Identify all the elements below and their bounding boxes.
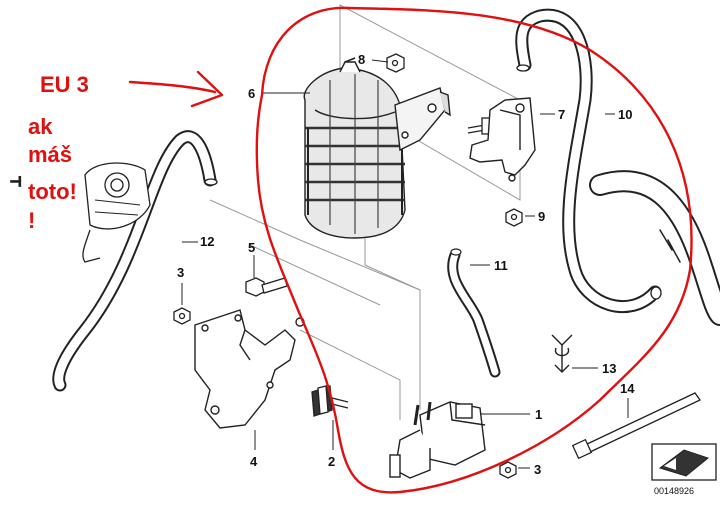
bracket-7 <box>469 97 536 182</box>
callout-11: 11 <box>494 258 508 273</box>
rubber-mount-2 <box>311 385 349 417</box>
catalog-number: 00148926 <box>654 486 694 496</box>
callout-14: 14 <box>620 381 635 396</box>
red-outline-loop <box>255 6 693 494</box>
bolt-5 <box>245 277 288 297</box>
annotation-line-2: máš <box>28 142 72 167</box>
hose-10 <box>515 8 662 314</box>
callout-10: 10 <box>618 107 632 122</box>
cable-tie-14 <box>571 392 701 460</box>
nut-3-right <box>499 461 517 479</box>
annotation-eu3: EU 3 <box>40 72 89 97</box>
callout-1: 1 <box>535 407 542 422</box>
solenoid-valve-1 <box>389 401 486 479</box>
vacuum-reservoir <box>303 57 451 239</box>
callout-9: 9 <box>538 209 545 224</box>
annotation-line-4: ! <box>28 208 35 233</box>
catalog-box: 00148926 <box>651 443 717 496</box>
callout-8: 8 <box>358 52 365 67</box>
callout-2: 2 <box>328 454 335 469</box>
annotation-line-1: ak <box>28 114 53 139</box>
callout-5: 5 <box>248 240 255 255</box>
svg-text:⊣: ⊣ <box>10 174 21 189</box>
hose-11 <box>447 248 501 378</box>
red-arrow <box>128 70 224 108</box>
annotation-line-3: toto! <box>28 179 77 204</box>
nut-3-left <box>173 307 191 325</box>
bracket-4 <box>194 309 305 429</box>
nut-8 <box>386 53 405 73</box>
clip-13 <box>551 334 573 373</box>
turbo-housing: ⊣ <box>9 162 151 263</box>
leader-lines <box>181 59 629 469</box>
nut-9 <box>505 208 523 227</box>
callout-12: 12 <box>200 234 214 249</box>
callout-7: 7 <box>558 107 565 122</box>
callout-13: 13 <box>602 361 616 376</box>
callout-3-right: 3 <box>534 462 541 477</box>
hose-12 <box>52 130 218 392</box>
callout-3-left: 3 <box>177 265 184 280</box>
callout-6: 6 <box>248 86 255 101</box>
view-arrow-icon <box>658 449 710 477</box>
red-annotation <box>128 6 693 494</box>
callout-numbers: 6 8 7 10 9 11 12 5 3 4 2 1 3 13 14 <box>177 52 635 477</box>
red-text: EU 3 ak máš toto! ! <box>28 72 89 233</box>
callout-4: 4 <box>250 454 258 469</box>
